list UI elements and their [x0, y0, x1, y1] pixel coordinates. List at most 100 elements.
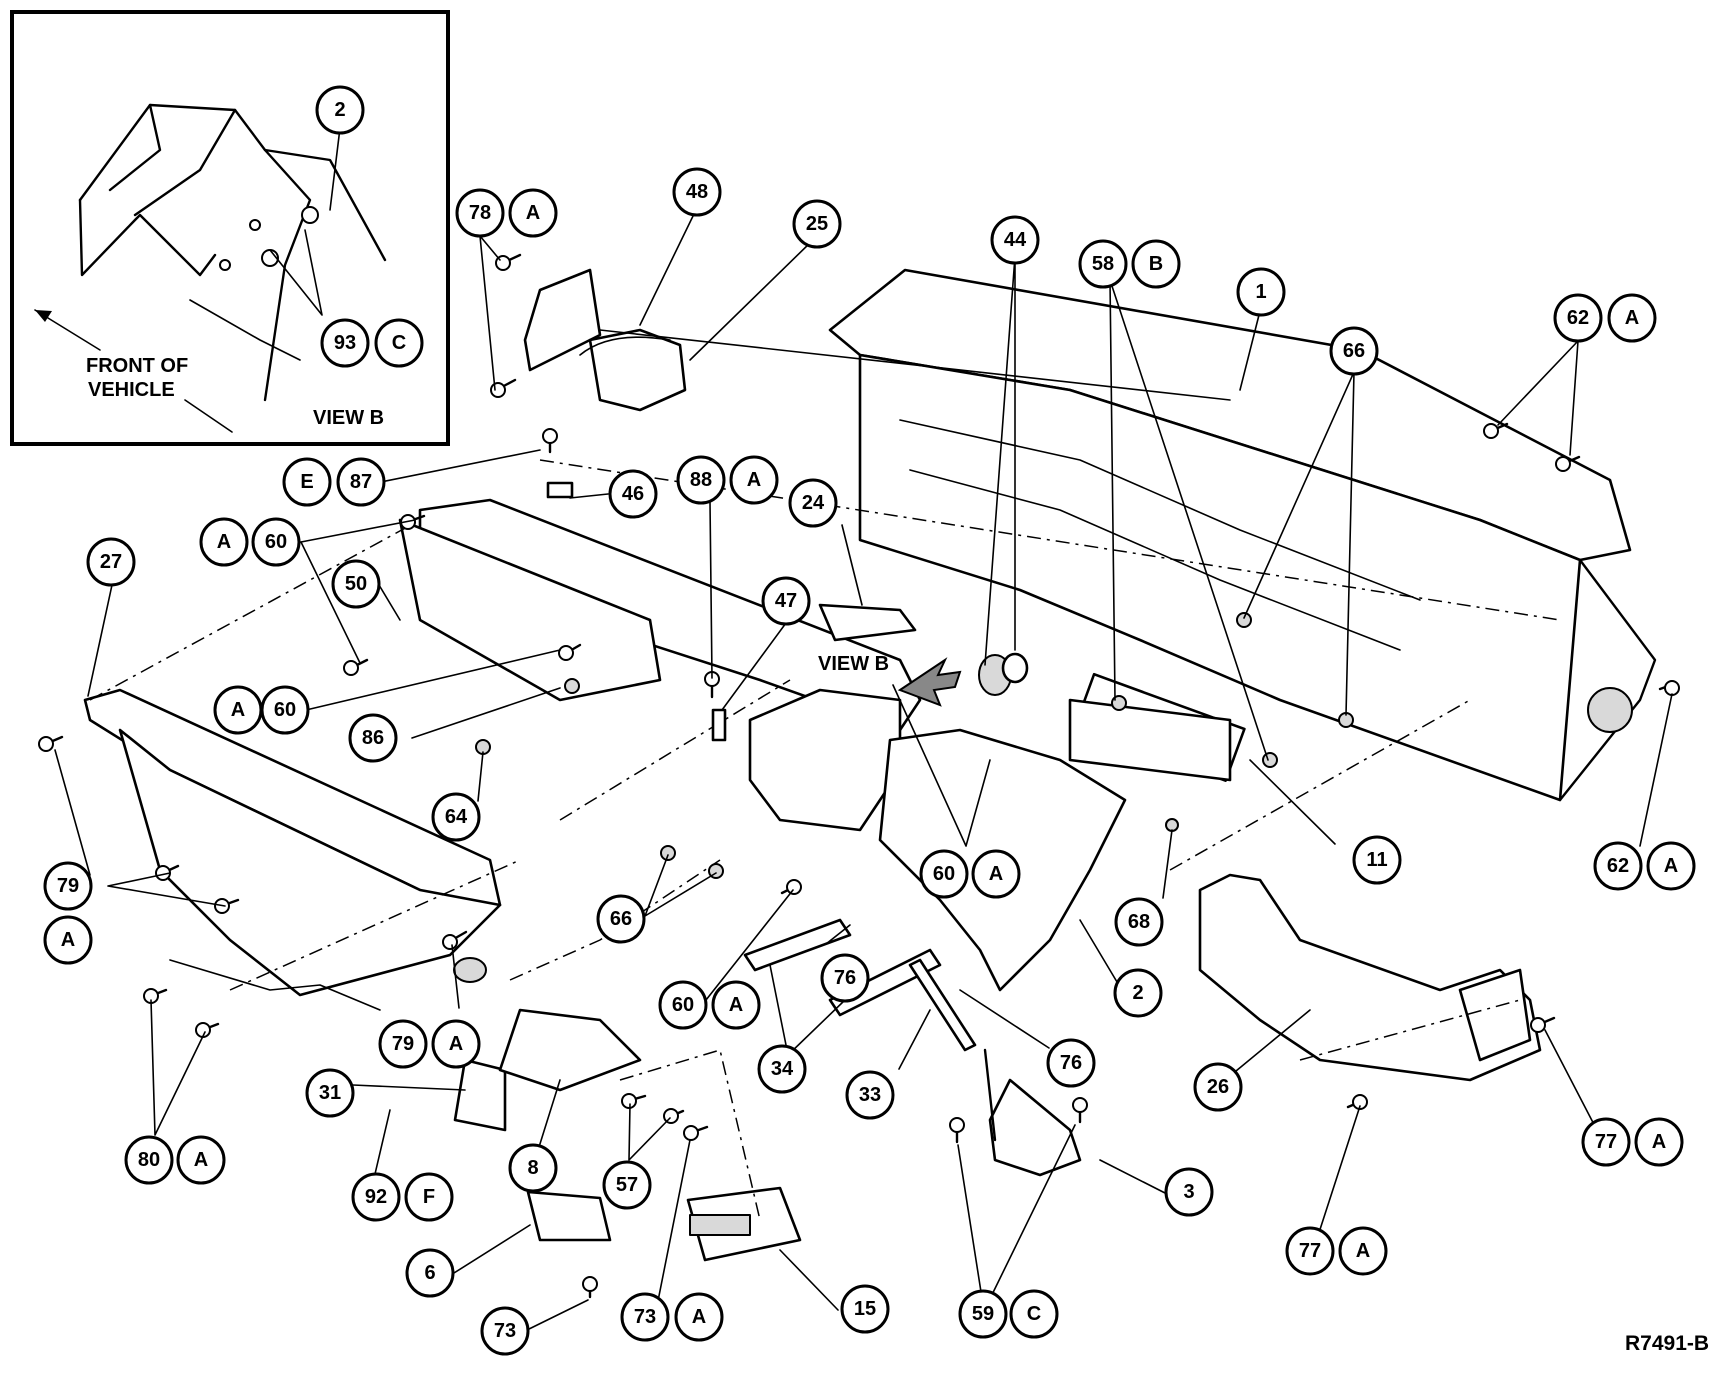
svg-text:79: 79 — [57, 875, 79, 897]
svg-text:34: 34 — [771, 1058, 794, 1080]
svg-text:B: B — [1149, 253, 1163, 275]
svg-text:8: 8 — [527, 1157, 538, 1179]
svg-text:A: A — [729, 994, 743, 1016]
bracket-50 — [398, 518, 662, 702]
duct-25 — [588, 328, 687, 412]
callout-59: 59 C — [958, 1289, 1059, 1339]
svg-text:2: 2 — [1132, 982, 1143, 1004]
bolt-icon — [495, 253, 522, 271]
bolt-icon — [949, 1117, 965, 1144]
module-24 — [818, 603, 917, 642]
callout-3: 3 — [1164, 1167, 1214, 1217]
bolt-icon — [1483, 422, 1509, 439]
svg-text:33: 33 — [859, 1084, 881, 1106]
leader-lines — [54, 127, 1673, 1331]
nut-icon — [1165, 818, 1179, 832]
parts-artwork — [83, 268, 1657, 1262]
nut-icon — [1111, 695, 1127, 711]
svg-text:76: 76 — [1060, 1052, 1082, 1074]
svg-text:31: 31 — [319, 1082, 341, 1104]
svg-text:77: 77 — [1299, 1240, 1321, 1262]
front-of-vehicle-label-2: VEHICLE — [88, 379, 175, 401]
inset-hole-icon — [249, 219, 261, 231]
inset-bracket-fold — [108, 103, 237, 217]
bolt-icon — [155, 864, 180, 881]
bolt-icon — [343, 658, 369, 676]
svg-text:6: 6 — [424, 1262, 435, 1284]
bolt-icon — [143, 988, 168, 1004]
callout-66: 66 — [1329, 326, 1379, 376]
fasteners — [38, 253, 1680, 1299]
inset-view-label: VIEW B — [313, 407, 384, 429]
svg-text:15: 15 — [854, 1298, 876, 1320]
svg-text:46: 46 — [622, 483, 644, 505]
bolt-icon — [780, 879, 802, 895]
svg-text:A: A — [692, 1306, 706, 1328]
bolt-icon — [1072, 1097, 1088, 1124]
svg-text:62: 62 — [1607, 855, 1629, 877]
module-31 — [453, 1058, 507, 1132]
svg-text:A: A — [231, 699, 245, 721]
svg-text:80: 80 — [138, 1149, 160, 1171]
svg-text:A: A — [526, 202, 540, 224]
callout-34: 34 — [757, 1044, 807, 1094]
nut-icon — [564, 678, 580, 694]
svg-text:92: 92 — [365, 1186, 387, 1208]
inset-bracket-edge — [263, 148, 312, 402]
figure-reference: R7491-B — [1625, 1332, 1709, 1355]
callout-47: 47 — [761, 576, 811, 626]
bolt-icon — [1346, 1094, 1368, 1110]
svg-text:79: 79 — [392, 1033, 414, 1055]
svg-text:87: 87 — [350, 471, 372, 493]
clip-icon — [546, 481, 574, 499]
duct-27-body — [118, 728, 502, 997]
bolt-icon — [1658, 680, 1680, 696]
instrument-panel-end — [1558, 558, 1657, 802]
svg-text:57: 57 — [616, 1174, 638, 1196]
svg-text:26: 26 — [1207, 1076, 1229, 1098]
svg-text:73: 73 — [494, 1320, 516, 1342]
view-b-arrow-icon — [897, 657, 962, 707]
svg-text:50: 50 — [345, 573, 367, 595]
callout-68: 68 — [1114, 897, 1164, 947]
svg-text:60: 60 — [265, 531, 287, 553]
callout-2: 2 — [315, 85, 365, 135]
alignment-lines — [89, 459, 1561, 1221]
component-44-cap — [1001, 652, 1029, 684]
duct-27-lower-edge — [169, 959, 381, 1011]
front-arrow-icon — [35, 310, 52, 322]
callout-44: 44 — [990, 215, 1040, 265]
svg-text:A: A — [217, 531, 231, 553]
callout-86: 86 — [348, 713, 398, 763]
callout-57: 57 — [602, 1160, 652, 1210]
svg-text:25: 25 — [806, 213, 828, 235]
duct-26 — [1198, 873, 1542, 1082]
inset-hole-icon — [219, 259, 231, 271]
nut-icon — [660, 845, 676, 861]
svg-text:C: C — [1027, 1303, 1041, 1325]
svg-text:93: 93 — [334, 332, 356, 354]
svg-text:1: 1 — [1255, 281, 1266, 303]
callout-66: 66 — [596, 894, 646, 944]
callout-31: 31 — [305, 1068, 355, 1118]
instrument-panel-body — [858, 353, 1582, 802]
svg-text:59: 59 — [972, 1303, 994, 1325]
panel-end-hole — [1587, 687, 1633, 733]
svg-text:62: 62 — [1567, 307, 1589, 329]
inset-body-line — [189, 299, 301, 361]
module-15-connector — [689, 1214, 751, 1236]
bracket-3-stem — [983, 1048, 997, 1142]
bolt-icon — [582, 1276, 598, 1299]
bolt-icon — [542, 428, 558, 454]
front-of-vehicle-label-1: FRONT OF — [86, 355, 188, 377]
inset-bracket-lower — [78, 198, 217, 277]
bolt-icon — [195, 1022, 220, 1038]
